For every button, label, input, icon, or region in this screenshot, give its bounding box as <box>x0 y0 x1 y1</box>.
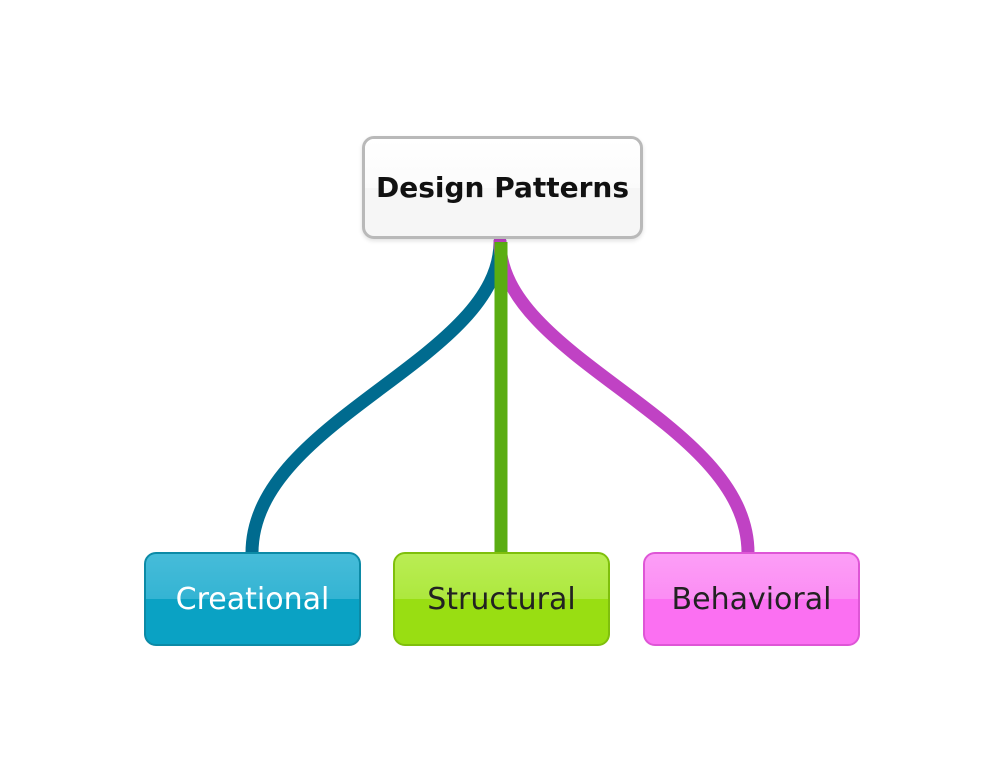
root-node-design-patterns[interactable]: Design Patterns <box>362 136 643 239</box>
edge-behavioral <box>493 235 755 560</box>
child-node-behavioral[interactable]: Behavioral <box>643 552 860 646</box>
child-node-structural[interactable]: Structural <box>393 552 610 646</box>
edge-creational <box>245 235 507 560</box>
child-node-creational[interactable]: Creational <box>144 552 361 646</box>
root-node-label: Design Patterns <box>375 171 630 204</box>
child-node-label: Creational <box>175 581 330 617</box>
child-node-label: Structural <box>427 581 576 617</box>
child-node-label: Behavioral <box>671 581 832 617</box>
